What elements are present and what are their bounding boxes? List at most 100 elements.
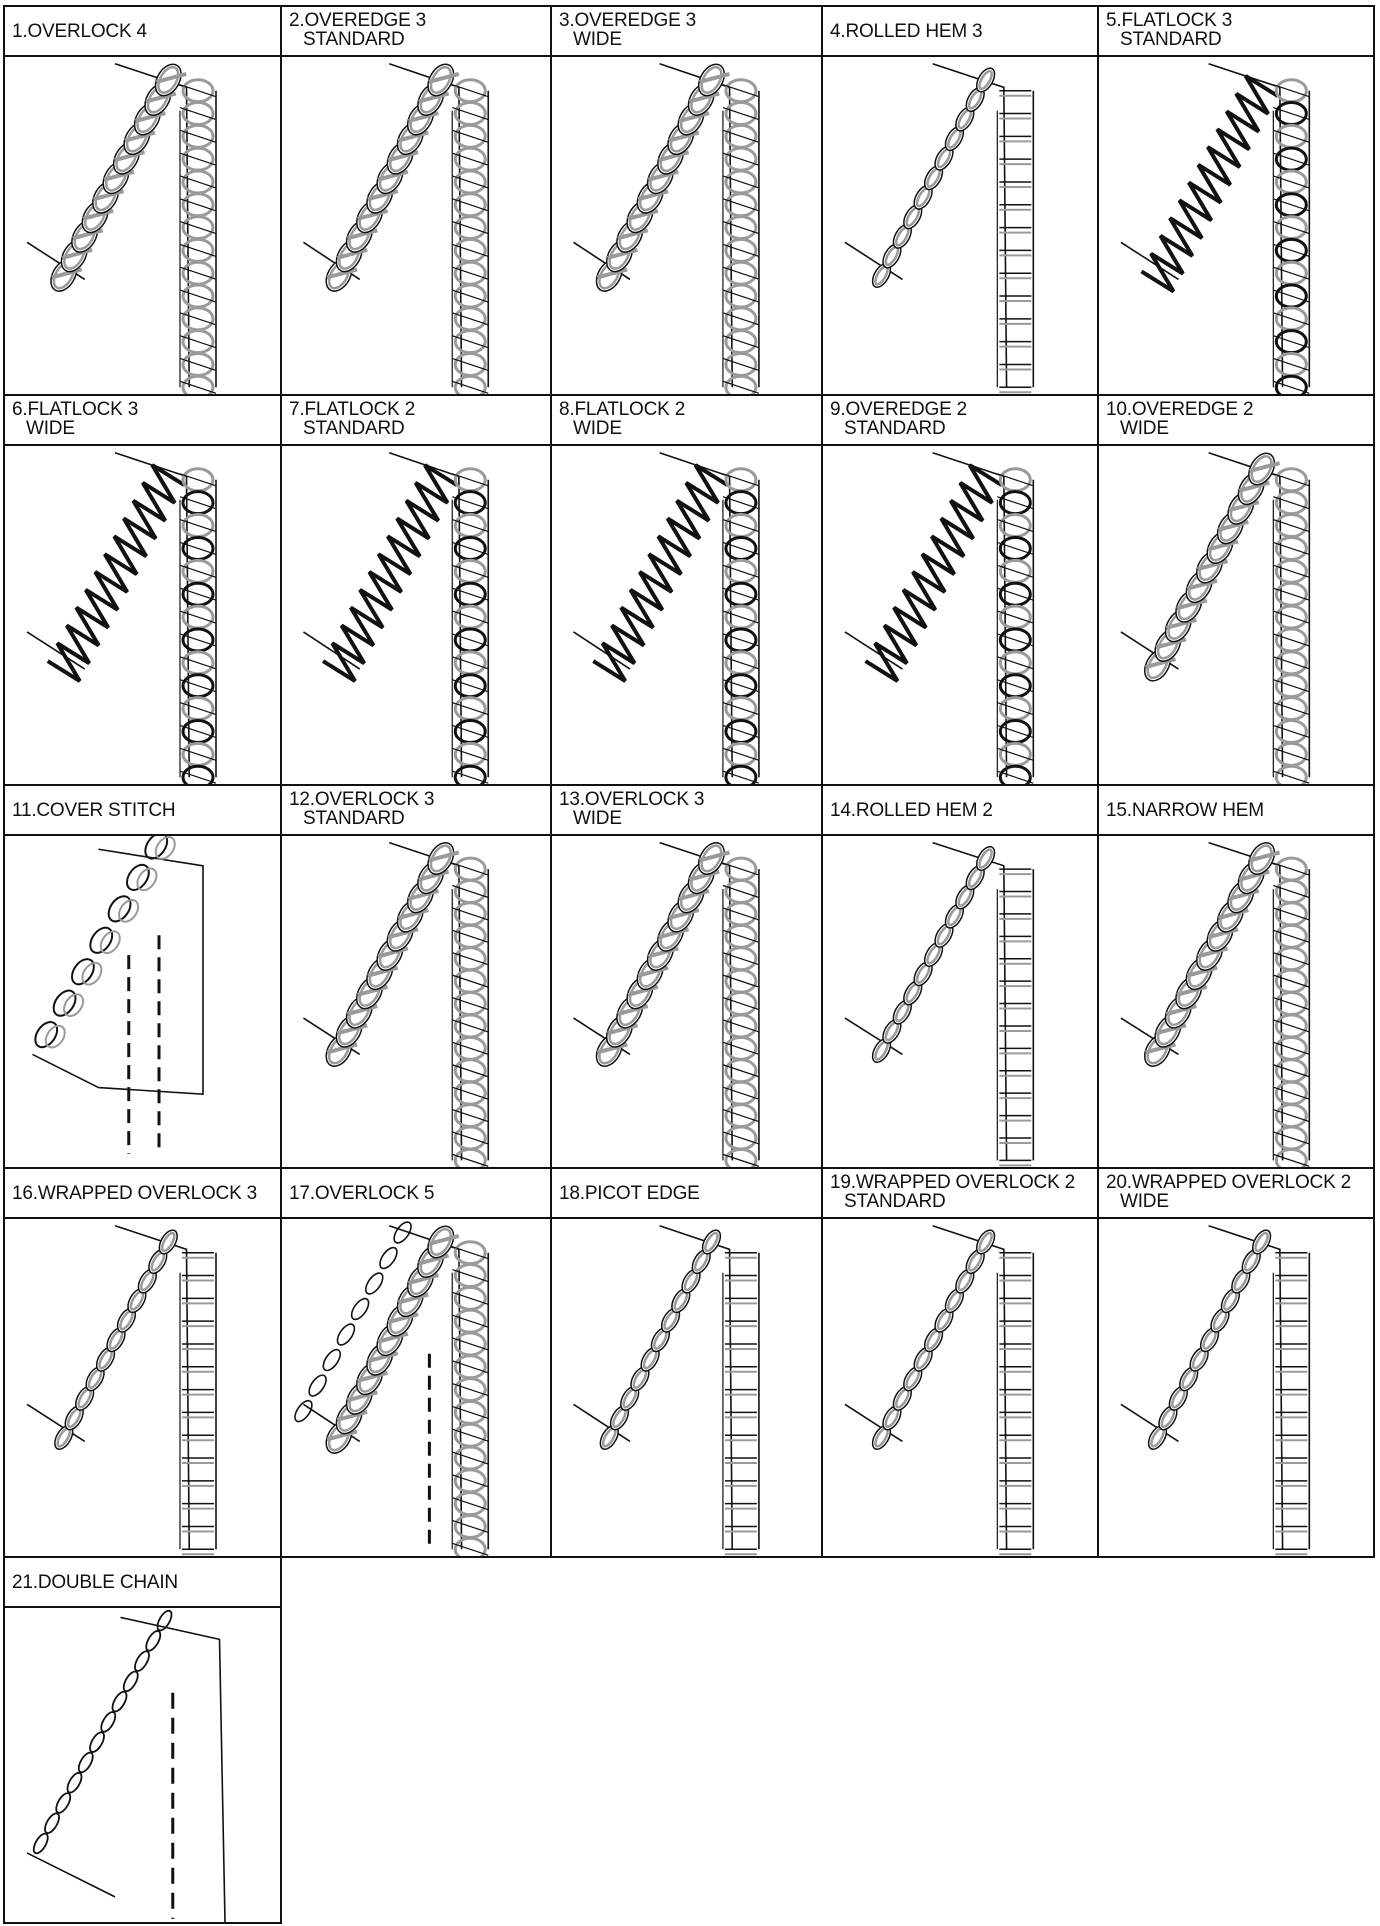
stitch-name: 21.DOUBLE CHAIN	[12, 1573, 276, 1592]
stitch-name: 15.NARROW HEM	[1106, 801, 1369, 820]
stitch-name: 5.FLATLOCK 3	[1106, 11, 1369, 30]
stitch-name: 14.ROLLED HEM 2	[830, 801, 1093, 820]
overedge-2-standard-stitch-icon	[823, 446, 1097, 784]
stitch-name: 11.COVER STITCH	[12, 801, 276, 820]
rolled-hem-3-stitch-icon	[823, 57, 1097, 394]
stitch-cell: 1.OVERLOCK 4	[3, 5, 282, 396]
stitch-name: 17.OVERLOCK 5	[289, 1184, 546, 1203]
overlock-3-standard-stitch-icon	[282, 836, 550, 1167]
flatlock-3-wide-stitch-icon	[5, 446, 280, 784]
overedge-2-wide-stitch-icon	[1099, 446, 1373, 784]
wrapped-overlock-2-wide-stitch-icon	[1099, 1219, 1373, 1556]
narrow-hem-stitch-icon	[1099, 836, 1373, 1167]
stitch-name: 4.ROLLED HEM 3	[830, 22, 1093, 41]
stitch-cell: 11.COVER STITCH	[3, 784, 282, 1169]
stitch-name: 8.FLATLOCK 2	[559, 400, 817, 419]
overedge-3-standard-stitch-icon	[282, 57, 550, 394]
overedge-3-wide-stitch-icon	[552, 57, 821, 394]
double-chain-stitch-icon	[5, 1608, 280, 1922]
stitch-name: 18.PICOT EDGE	[559, 1184, 817, 1203]
stitch-width: STANDARD	[289, 809, 546, 828]
stitch-name: 9.OVEREDGE 2	[830, 400, 1093, 419]
overedge-3-standard-stitch-icon	[282, 57, 550, 394]
stitch-name: 2.OVEREDGE 3	[289, 11, 546, 30]
stitch-cell: 17.OVERLOCK 5	[280, 1167, 552, 1558]
stitch-width: STANDARD	[289, 30, 546, 49]
stitch-width: WIDE	[12, 419, 276, 438]
overlock-4-stitch-icon	[5, 57, 280, 394]
rolled-hem-2-stitch-icon	[823, 836, 1097, 1167]
overedge-3-wide-stitch-icon	[552, 57, 821, 394]
stitch-width: WIDE	[559, 809, 817, 828]
stitch-width: STANDARD	[830, 1192, 1093, 1211]
stitch-width: WIDE	[559, 30, 817, 49]
stitch-cell: 15.NARROW HEM	[1097, 784, 1375, 1169]
wrapped-overlock-2-standard-stitch-icon	[823, 1219, 1097, 1556]
overlock-3-wide-stitch-icon	[552, 836, 821, 1167]
stitch-name: 20.WRAPPED OVERLOCK 2	[1106, 1173, 1369, 1192]
stitch-label: 7.FLATLOCK 2STANDARD	[289, 400, 546, 442]
wrapped-overlock-2-wide-stitch-icon	[1099, 1219, 1373, 1556]
picot-edge-stitch-icon	[552, 1219, 821, 1556]
wrapped-overlock-3-stitch-icon	[5, 1219, 280, 1556]
stitch-cell: 18.PICOT EDGE	[550, 1167, 823, 1558]
stitch-name: 16.WRAPPED OVERLOCK 3	[12, 1184, 276, 1203]
stitch-width: WIDE	[1106, 1192, 1369, 1211]
flatlock-2-wide-stitch-icon	[552, 446, 821, 784]
double-chain-stitch-icon	[5, 1608, 280, 1922]
flatlock-2-standard-stitch-icon	[282, 446, 550, 784]
stitch-width: STANDARD	[1106, 30, 1369, 49]
stitch-cell: 16.WRAPPED OVERLOCK 3	[3, 1167, 282, 1558]
flatlock-2-standard-stitch-icon	[282, 446, 550, 784]
stitch-width: WIDE	[559, 419, 817, 438]
flatlock-3-standard-stitch-icon	[1099, 57, 1373, 394]
stitch-name: 19.WRAPPED OVERLOCK 2	[830, 1173, 1093, 1192]
overlock-4-stitch-icon	[5, 57, 280, 394]
cover-stitch-icon	[5, 836, 280, 1167]
stitch-name: 3.OVEREDGE 3	[559, 11, 817, 30]
flatlock-3-standard-stitch-icon	[1099, 57, 1373, 394]
rolled-hem-2-stitch-icon	[823, 836, 1097, 1167]
stitch-width: STANDARD	[289, 419, 546, 438]
overlock-5-stitch-icon	[282, 1219, 550, 1556]
stitch-width: WIDE	[1106, 419, 1369, 438]
narrow-hem-stitch-icon	[1099, 836, 1373, 1167]
overedge-2-wide-stitch-icon	[1099, 446, 1373, 784]
stitch-name: 13.OVERLOCK 3	[559, 790, 817, 809]
wrapped-overlock-2-standard-stitch-icon	[823, 1219, 1097, 1556]
stitch-cell: 4.ROLLED HEM 3	[821, 5, 1099, 396]
picot-edge-stitch-icon	[552, 1219, 821, 1556]
wrapped-overlock-3-stitch-icon	[5, 1219, 280, 1556]
stitch-name: 12.OVERLOCK 3	[289, 790, 546, 809]
stitch-name: 7.FLATLOCK 2	[289, 400, 546, 419]
stitch-name: 10.OVEREDGE 2	[1106, 400, 1369, 419]
stitch-cell: 14.ROLLED HEM 2	[821, 784, 1099, 1169]
overlock-3-wide-stitch-icon	[552, 836, 821, 1167]
overlock-5-stitch-icon	[282, 1219, 550, 1556]
cover-stitch-icon	[5, 836, 280, 1167]
stitch-name: 1.OVERLOCK 4	[12, 22, 276, 41]
